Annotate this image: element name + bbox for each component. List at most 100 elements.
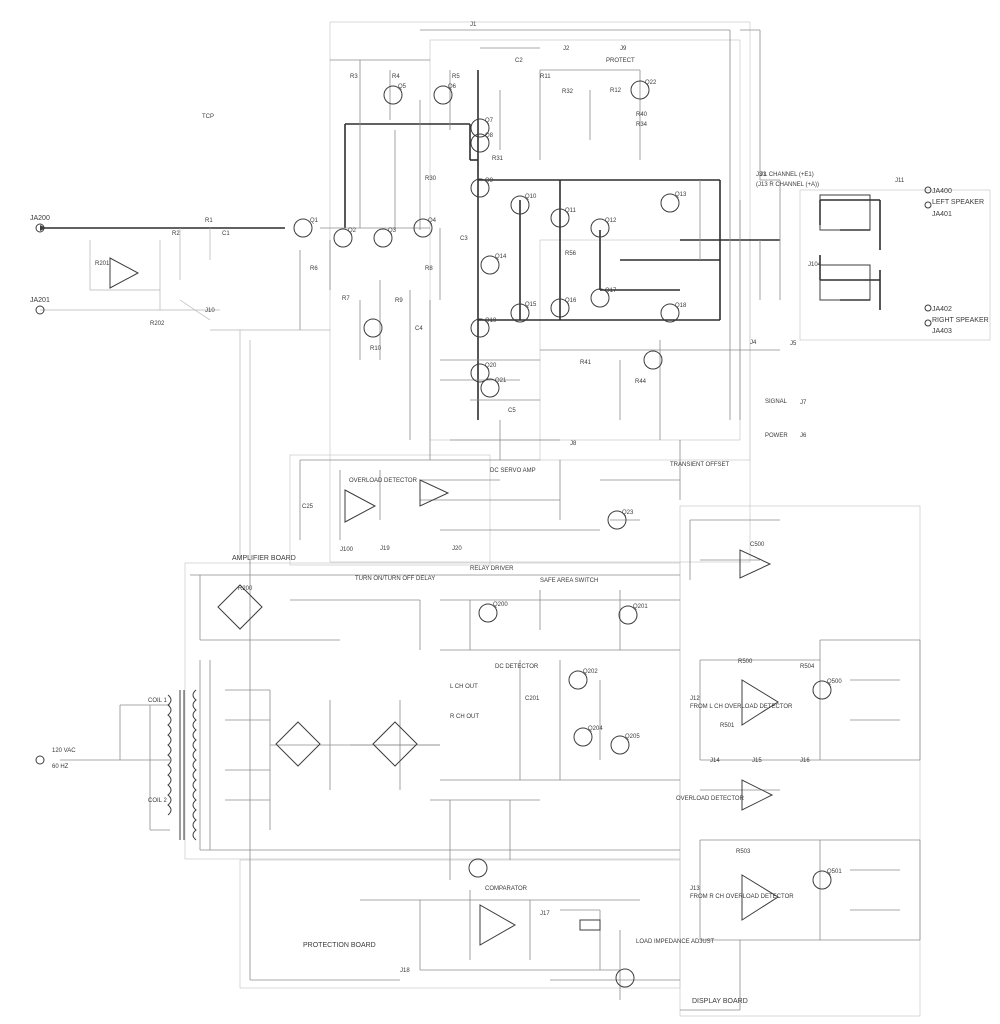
from-lch-label: FROM L CH OVERLOAD DETECTOR — [690, 704, 793, 710]
capacitor-ref: C25 — [302, 504, 314, 510]
transistor-ref: Q200 — [493, 602, 508, 608]
output-right-jack-1: JA402 — [932, 306, 952, 313]
turn-onoff-label: TURN ON/TURN OFF DELAY — [355, 576, 435, 582]
resistor-ref: R40 — [636, 112, 648, 118]
connector-label: J15 — [752, 758, 762, 764]
resistor-ref: R8 — [425, 266, 433, 272]
output-right-label: RIGHT SPEAKER — [932, 317, 989, 324]
capacitor-ref: C4 — [415, 326, 423, 332]
connector-label: J104 — [808, 262, 822, 268]
coil1-label: COIL 1 — [148, 698, 167, 704]
channel-note: J3 L CHANNEL (+E1) — [756, 172, 814, 178]
board-outlines — [184, 21, 991, 1017]
resistor-ref: R503 — [736, 849, 751, 855]
resistor-ref: R201 — [95, 261, 110, 267]
connector-label: J16 — [800, 758, 810, 764]
transistor-ref: Q17 — [605, 288, 617, 294]
capacitor-ref: C3 — [460, 236, 468, 242]
capacitor-ref: C2 — [515, 58, 523, 64]
resistor-ref: R1 — [205, 218, 213, 224]
lch-out-label: L CH OUT — [450, 684, 478, 690]
from-rch-label: FROM R CH OVERLOAD DETECTOR — [690, 894, 794, 900]
transient-label: TRANSIENT OFFSET — [670, 462, 730, 468]
connector-label: J11 — [895, 178, 905, 184]
transistor-ref: Q2 — [348, 228, 357, 234]
resistor-ref: R6 — [310, 266, 318, 272]
transistor-ref: Q202 — [583, 669, 598, 675]
resistor-ref: R4 — [392, 74, 400, 80]
connector-label: J5 — [790, 341, 797, 347]
transistor-ref: Q1 — [310, 218, 319, 224]
resistor-ref: R501 — [720, 723, 735, 729]
safe-area-label: SAFE AREA SWITCH — [540, 578, 598, 584]
input-right-label: JA201 — [30, 297, 50, 304]
resistor-ref: R7 — [342, 296, 350, 302]
transistor-ref: Q500 — [827, 679, 842, 685]
resistor-ref: R3 — [350, 74, 358, 80]
display-board-label: DISPLAY BOARD — [692, 998, 748, 1005]
transistor-ref: Q7 — [485, 118, 494, 124]
transistor-ref: Q14 — [495, 254, 507, 260]
transistor-ref: Q19 — [485, 318, 497, 324]
signal-label: SIGNAL — [765, 399, 788, 405]
transistor-ref: Q5 — [398, 84, 407, 90]
resistor-ref: R500 — [738, 659, 753, 665]
comparator-label: COMPARATOR — [485, 886, 528, 892]
connector-label: J100 — [340, 547, 354, 553]
connector-label: J14 — [710, 758, 720, 764]
transistor-ref: Q23 — [622, 510, 634, 516]
transistor-ref: Q10 — [525, 194, 537, 200]
protection-wiring — [60, 574, 680, 880]
capacitor-ref: C5 — [508, 408, 516, 414]
resistor-ref: R12 — [610, 88, 622, 94]
transistor-ref: Q204 — [588, 726, 603, 732]
connector-label: J4 — [750, 340, 757, 346]
transistor-ref: Q22 — [645, 80, 657, 86]
transistor-ref: Q3 — [388, 228, 397, 234]
relay-symbols — [35, 186, 932, 931]
labels: JA200 JA201 JA400 JA401 LEFT SPEAKER JA4… — [30, 22, 989, 1005]
connector-label: J10 — [205, 308, 215, 314]
lower-wiring — [249, 560, 680, 1000]
transistor-ref: Q12 — [605, 218, 617, 224]
resistor-ref: R11 — [540, 74, 551, 80]
input-left-label: JA200 — [30, 215, 50, 222]
protection-board-label: PROTECTION BOARD — [303, 942, 376, 949]
connector-label: J19 — [380, 546, 390, 552]
power-led-label: POWER — [765, 433, 788, 439]
transistor-symbols — [293, 80, 832, 988]
coil2-label: COIL 2 — [148, 798, 167, 804]
connector-label: J6 — [800, 433, 807, 439]
transistor-ref: Q11 — [565, 208, 577, 214]
output-left-label: LEFT SPEAKER — [932, 199, 984, 206]
relay-driver-label: RELAY DRIVER — [470, 566, 514, 572]
resistor-ref: R44 — [635, 379, 647, 385]
amplifier-wiring — [40, 29, 881, 560]
output-right-jack-2: JA403 — [932, 328, 952, 335]
transistor-ref: Q205 — [625, 734, 640, 740]
transistor-ref: Q15 — [525, 302, 537, 308]
transistor-ref: Q501 — [827, 869, 842, 875]
tcp-label: TCP — [202, 114, 214, 120]
connector-label: J17 — [540, 911, 550, 917]
capacitor-ref: C201 — [525, 696, 540, 702]
transistor-ref: Q8 — [485, 133, 494, 139]
amplifier-board-label: AMPLIFIER BOARD — [232, 555, 296, 562]
resistor-ref: R32 — [562, 89, 574, 95]
output-left-jack-1: JA400 — [932, 188, 952, 195]
resistor-ref: R504 — [800, 664, 815, 670]
resistor-ref: R41 — [580, 360, 592, 366]
transistor-ref: Q201 — [633, 604, 648, 610]
overload2-label: OVERLOAD DETECTOR — [676, 796, 745, 802]
protect-label: PROTECT — [606, 58, 635, 64]
transistor-ref: Q18 — [675, 303, 687, 309]
bridge-symbols — [217, 584, 418, 767]
rch-out-label: R CH OUT — [450, 714, 479, 720]
transistor-ref: Q21 — [495, 378, 507, 384]
transistor-ref: Q6 — [448, 84, 457, 90]
connector-label: J1 — [470, 22, 477, 28]
dc-servo-label: DC SERVO AMP — [490, 468, 536, 474]
channel-note-2: (J13 R CHANNEL (+A)) — [756, 182, 819, 188]
resistor-ref: R202 — [150, 321, 165, 327]
dc-detector-label: DC DETECTOR — [495, 664, 539, 670]
